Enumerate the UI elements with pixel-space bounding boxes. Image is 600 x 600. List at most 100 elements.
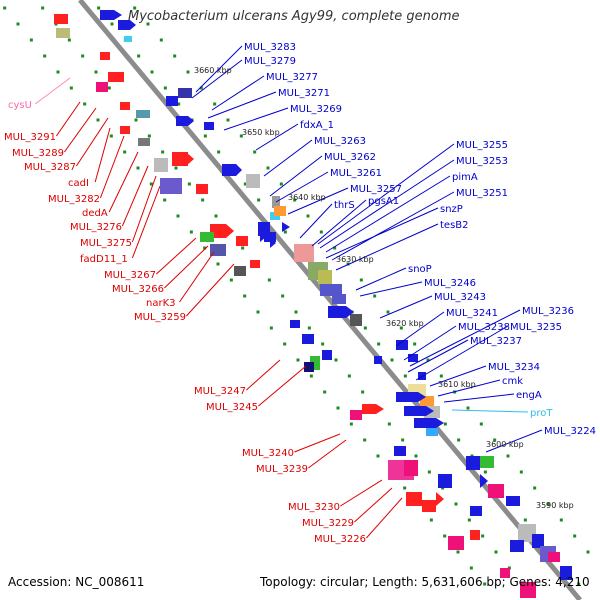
reverse-gene-block — [470, 530, 480, 540]
reverse-gene-label: dedA — [82, 208, 108, 219]
tick-dot — [334, 358, 338, 362]
forward-gene-label: MUL_3234 — [488, 362, 540, 373]
tick-dot — [283, 230, 287, 234]
reverse-gene-block — [362, 404, 376, 414]
reverse-gene-label: MUL_3289 — [12, 148, 64, 159]
forward-gene-block — [302, 334, 314, 344]
forward-gene-block — [246, 174, 260, 188]
reverse-gene-block — [406, 492, 422, 506]
tick-dot — [481, 534, 485, 538]
reverse-gene-leader — [156, 237, 197, 275]
tick-dot — [226, 118, 230, 122]
gene-arrow-tip — [130, 20, 136, 30]
tick-dot — [266, 166, 270, 170]
forward-gene-leader — [299, 203, 333, 239]
reverse-gene-block — [250, 260, 260, 268]
forward-gene-block — [510, 540, 524, 552]
gene-arrow-tip — [436, 418, 444, 428]
reverse-gene-leader — [131, 185, 161, 259]
tick-dot — [506, 454, 510, 458]
forward-gene-label: MUL_3263 — [314, 136, 366, 147]
tick-dot — [229, 278, 233, 282]
reverse-gene-label: MUL_3229 — [302, 518, 354, 529]
reverse-gene-block — [234, 266, 246, 276]
forward-gene-leader — [415, 325, 509, 381]
forward-gene-leader — [429, 365, 487, 387]
tick-dot — [203, 246, 207, 250]
tick-dot — [217, 150, 221, 154]
tick-dot — [363, 326, 367, 330]
tick-dot — [176, 214, 180, 218]
tick-dot — [69, 86, 73, 90]
tick-dot — [186, 70, 190, 74]
tick-dot — [323, 390, 327, 394]
tick-dot — [201, 198, 205, 202]
forward-gene-label: snzP — [440, 204, 463, 215]
forward-gene-block — [404, 406, 426, 416]
tick-dot — [81, 54, 85, 58]
forward-gene-leader — [437, 379, 501, 397]
position-tick-label: 3590 kbp — [536, 501, 574, 510]
forward-gene-label: MUL_3251 — [456, 188, 508, 199]
forward-gene-leader — [325, 207, 439, 259]
tick-dot — [361, 390, 365, 394]
tick-dot — [467, 518, 471, 522]
forward-gene-label: MUL_3243 — [434, 292, 486, 303]
position-tick-label: 3650 kbp — [242, 128, 280, 137]
forward-gene-block — [518, 524, 536, 542]
reverse-gene-leader — [366, 497, 403, 539]
tick-dot — [213, 102, 217, 106]
gene-arrow-tip — [418, 392, 426, 402]
reverse-gene-label: MUL_3230 — [288, 502, 340, 513]
forward-gene-block — [320, 284, 342, 296]
forward-gene-label: MUL_3235 — [510, 322, 562, 333]
position-tick-label: 3640 kbp — [288, 193, 326, 202]
tick-dot — [110, 22, 114, 26]
tick-dot — [426, 358, 430, 362]
reverse-gene-label: MUL_3245 — [206, 402, 258, 413]
forward-gene-block — [470, 506, 482, 516]
tick-dot — [296, 358, 300, 362]
tick-dot — [137, 54, 141, 58]
gene-arrow-tip — [260, 232, 266, 242]
tick-dot — [253, 150, 257, 154]
forward-gene-leader — [335, 223, 439, 271]
forward-gene-leader — [379, 295, 433, 319]
forward-gene-leader — [211, 75, 265, 111]
tick-dot — [241, 246, 245, 250]
forward-gene-leader — [359, 281, 423, 297]
tick-dot — [349, 422, 353, 426]
forward-gene-block — [274, 206, 286, 216]
trna-block — [426, 428, 438, 436]
forward-gene-leader — [263, 139, 313, 177]
tick-dot — [456, 550, 460, 554]
tick-dot — [293, 198, 297, 202]
tick-dot — [413, 342, 417, 346]
tick-dot — [83, 102, 87, 106]
tick-dot — [56, 70, 60, 74]
reverse-gene-label: MUL_3266 — [112, 284, 164, 295]
forward-gene-leader — [317, 143, 455, 245]
tick-dot — [189, 230, 193, 234]
forward-gene-label: MUL_3255 — [456, 140, 508, 151]
gene-arrow-tip — [114, 10, 122, 20]
gene-arrow-tip — [270, 238, 276, 248]
tick-dot — [41, 6, 45, 10]
tick-dot — [403, 374, 407, 378]
reverse-gene-leader — [55, 101, 81, 137]
forward-gene-leader — [355, 267, 407, 291]
tick-dot — [457, 438, 461, 442]
forward-gene-block — [374, 356, 382, 364]
reverse-gene-leader — [340, 479, 383, 507]
forward-gene-leader — [223, 107, 289, 131]
tick-dot — [386, 310, 390, 314]
genome-backbone — [78, 0, 582, 600]
forward-gene-label: MUL_3283 — [244, 42, 296, 53]
reverse-gene-label: MUL_3240 — [242, 448, 294, 459]
forward-gene-block — [264, 232, 276, 242]
forward-gene-block — [408, 354, 418, 362]
forward-gene-label: MUL_3236 — [522, 306, 574, 317]
reverse-gene-leader — [294, 433, 341, 453]
reverse-gene-block — [100, 52, 110, 60]
reverse-gene-label: cadI — [68, 178, 89, 189]
